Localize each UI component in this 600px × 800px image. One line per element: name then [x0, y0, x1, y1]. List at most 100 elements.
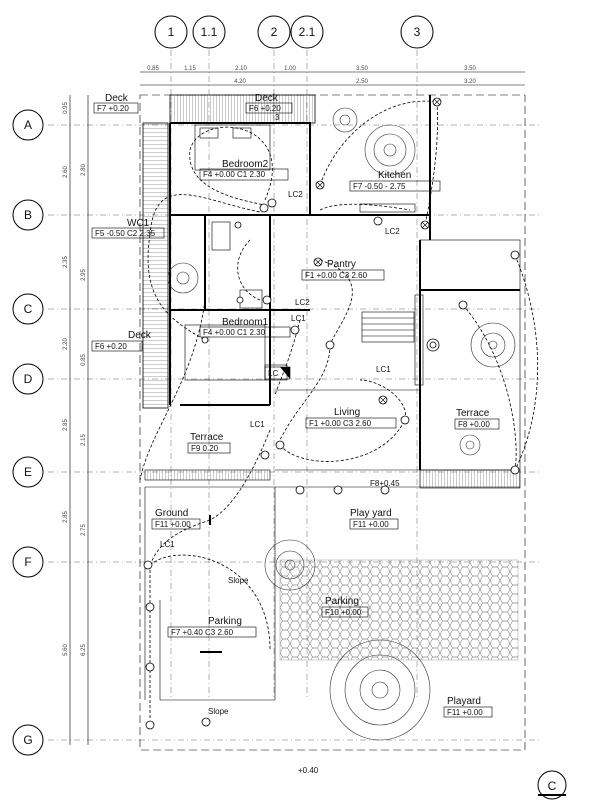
dim-label: 2.20 — [63, 338, 69, 350]
light-fixtures: LC — [143, 97, 520, 730]
tree-icon — [364, 124, 416, 176]
grid-row-label: B — [24, 208, 32, 222]
room-tag: Bedroom1 F4 +0.00 C1 2.30 — [199, 317, 291, 338]
room-code: F4 +0.00 C1 2.30 — [203, 328, 266, 337]
room-name: Kitchen — [378, 170, 411, 181]
light-fixture-icon — [145, 720, 155, 730]
light-fixture-icon — [145, 602, 155, 612]
room-name: Playard — [447, 696, 481, 707]
room-name: Pantry — [327, 259, 356, 270]
light-fixture-icon — [262, 295, 272, 305]
dim-label: 4.20 — [234, 79, 246, 85]
light-fixture-icon — [259, 203, 269, 213]
small-note: 3 — [275, 113, 280, 122]
stairs — [361, 294, 424, 386]
room-code: F7 +0.40 C3 2.60 — [171, 628, 234, 637]
slope-note: Slope — [208, 707, 229, 716]
dim-label: 1.15 — [184, 66, 196, 72]
room-code: F1 +0.00 C3 2.60 — [305, 271, 368, 280]
grid-bubble-col: 2.1 — [290, 15, 324, 49]
dim-label: 0.95 — [63, 102, 69, 114]
room-code: F10 +0.00 — [325, 608, 362, 617]
room-name: Bedroom2 — [222, 159, 269, 170]
room-code: F11 +0.00 — [155, 520, 191, 529]
light-fixture-icon — [373, 216, 383, 226]
room-tag: Kitchen F7 -0.50 - 2.75 — [349, 170, 441, 192]
room-tag: Deck F6 +0.20 3 — [245, 93, 293, 122]
dim-label: 5.60 — [63, 644, 69, 656]
slope-note: Slope — [228, 576, 249, 585]
section-marker: C — [537, 770, 567, 800]
light-fixture-icon — [378, 395, 388, 405]
bottom-level-note: +0.40 — [298, 766, 319, 775]
light-fixture-icon — [420, 220, 430, 230]
room-name: Parking — [208, 616, 242, 627]
grid-col-label: 2.1 — [299, 25, 316, 39]
light-fixture-icon — [325, 340, 335, 350]
light-fixture-icon — [236, 296, 244, 304]
dim-label: 0.85 — [81, 354, 87, 366]
dim-label: 2.10 — [235, 66, 247, 72]
room-name: Terrace — [456, 408, 490, 419]
dim-label: 0.85 — [147, 66, 159, 72]
grid-bubble-col: 1.1 — [192, 15, 226, 49]
light-fixture-icon — [295, 485, 305, 495]
light-fixture-icon — [201, 336, 209, 344]
room-code: F6 +0.20 — [249, 104, 281, 113]
level-line-note: F8+0.45 — [370, 479, 400, 488]
column-bubbles: 1 1.1 2 2.1 3 — [154, 15, 434, 49]
light-fixture-icon — [426, 338, 440, 352]
grid-col-label: 3 — [414, 25, 421, 39]
light-fixture-icon — [400, 415, 410, 425]
grid-col-label: 2 — [271, 25, 278, 39]
room-tag: Parking F10 +0.00 — [321, 596, 369, 618]
tree-icon — [470, 322, 516, 368]
light-fixture-icon — [260, 450, 270, 460]
circuit-label: LC2 — [295, 298, 310, 307]
dim-label: 2.50 — [356, 79, 368, 85]
site-boundary — [139, 94, 526, 751]
room-code: F11 +0.00 — [447, 708, 483, 717]
circuit-label: LC2 — [385, 227, 400, 236]
room-labels: Deck F7 +0.20 Deck F6 +0.20 3 Bedroom2 F… — [91, 93, 500, 718]
dim-label: 2.85 — [63, 419, 69, 431]
light-fixture-icon — [313, 257, 323, 267]
dim-label: 3.50 — [356, 66, 368, 72]
room-name: Living — [334, 407, 360, 418]
grid-row-label: E — [24, 465, 32, 479]
room-tag: Terrace F8 +0.00 — [454, 408, 500, 430]
room-code: F6 +0.20 — [95, 342, 127, 351]
room-code: F4 +0.00 C1 2.30 — [203, 170, 266, 179]
room-tag: WC1 F5 -0.50 C2 2.35 — [91, 218, 165, 239]
light-fixture-icon — [333, 485, 343, 495]
dim-label: 2.95 — [81, 269, 87, 281]
grid-row-label: F — [24, 555, 31, 569]
light-fixture-icon — [510, 250, 520, 260]
dim-label: 1.00 — [284, 66, 296, 72]
circuit-label: LC1 — [376, 365, 391, 374]
room-tag: Parking F7 +0.40 C3 2.60 — [167, 616, 257, 638]
row-bubbles: A B C D E F G — [12, 109, 44, 756]
room-name: Play yard — [350, 508, 392, 519]
room-tag: Bedroom2 F4 +0.00 C1 2.30 — [199, 159, 289, 181]
tree-icon — [329, 639, 431, 741]
terrace-edge — [419, 469, 521, 489]
room-tag: Pantry F1 +0.00 C3 2.60 — [301, 259, 385, 281]
circuit-labels: LC2 LC2 LC2 LC1 LC1 LC1 LC1 — [160, 190, 400, 549]
tree-icon — [459, 434, 481, 456]
room-code: F7 -0.50 - 2.75 — [353, 182, 406, 191]
grid-row-label: C — [24, 302, 33, 316]
room-name: Bedroom1 — [222, 317, 269, 328]
grid-row-label: A — [24, 118, 32, 132]
dim-label: 2.35 — [63, 256, 69, 268]
grid-row-label: D — [24, 372, 33, 386]
room-tag: Play yard F11 +0.00 — [349, 508, 399, 530]
light-fixture-icon — [234, 221, 242, 229]
light-fixture-icon — [290, 325, 300, 335]
grid-col-label: 1 — [168, 25, 175, 39]
room-tag: Living F1 +0.00 C3 2.60 — [305, 407, 397, 429]
dim-label: 6.25 — [81, 644, 87, 656]
light-fixture-icon — [201, 717, 211, 727]
light-fixture-icon — [458, 300, 468, 310]
dim-label: 2.15 — [81, 434, 87, 446]
